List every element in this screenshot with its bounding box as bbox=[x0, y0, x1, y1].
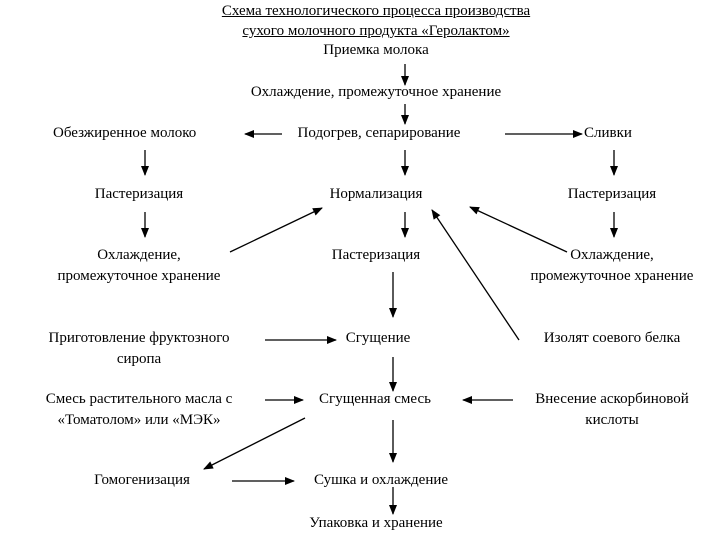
node-cream: Сливки bbox=[584, 125, 632, 141]
arrow-left-cooling-to-normalization bbox=[229, 207, 323, 253]
diagram-title-line-2: сухого молочного продукта «Геролактом» bbox=[242, 23, 510, 39]
node-packing-storage: Упаковка и хранение bbox=[309, 515, 443, 531]
node-drying-cooling: Сушка и охлаждение bbox=[313, 472, 449, 488]
node-heating-separation: Подогрев, сепарирование bbox=[297, 125, 461, 141]
node-homogenization: Гомогенизация bbox=[94, 472, 190, 488]
arrow-mix-to-homogenization bbox=[203, 417, 306, 470]
node-veg-oil-line-1: Смесь растительного масла с bbox=[45, 391, 233, 407]
node-soy-isolate: Изолят соевого белка bbox=[543, 330, 681, 346]
node-ascorbic-line-1: Внесение аскорбиновой bbox=[535, 391, 689, 407]
node-fructose-line-1: Приготовление фруктозного bbox=[48, 330, 230, 346]
node-cooling-right-line-2: промежуточное хранение bbox=[530, 268, 694, 284]
node-ascorbic-line-2: кислоты bbox=[585, 412, 639, 428]
diagram-title-line-1: Схема технологического процесса производ… bbox=[221, 3, 531, 19]
node-veg-oil-line-2: «Томатолом» или «МЭК» bbox=[57, 412, 221, 428]
node-fructose-line-2: сиропа bbox=[116, 351, 162, 367]
node-skim-milk: Обезжиренное молоко bbox=[53, 125, 197, 141]
node-pasteurization-left: Пастеризация bbox=[94, 186, 184, 202]
arrow-right-cooling-to-normalization bbox=[469, 206, 568, 253]
node-cooling-right-line-1: Охлаждение, bbox=[570, 247, 654, 263]
node-condensation: Сгущение bbox=[345, 330, 411, 346]
arrow-soy-to-normalization bbox=[431, 209, 520, 341]
node-condensed-mix: Сгущенная смесь bbox=[319, 391, 431, 407]
node-cooling-left-line-2: промежуточное хранение bbox=[57, 268, 221, 284]
node-cooling-storage: Охлаждение, промежуточное хранение bbox=[250, 84, 502, 100]
node-cooling-left-line-1: Охлаждение, bbox=[97, 247, 181, 263]
node-pasteurization-center: Пастеризация bbox=[331, 247, 421, 263]
node-normalization: Нормализация bbox=[329, 186, 423, 202]
node-pasteurization-right: Пастеризация bbox=[567, 186, 657, 202]
node-milk-reception: Приемка молока bbox=[323, 42, 429, 58]
